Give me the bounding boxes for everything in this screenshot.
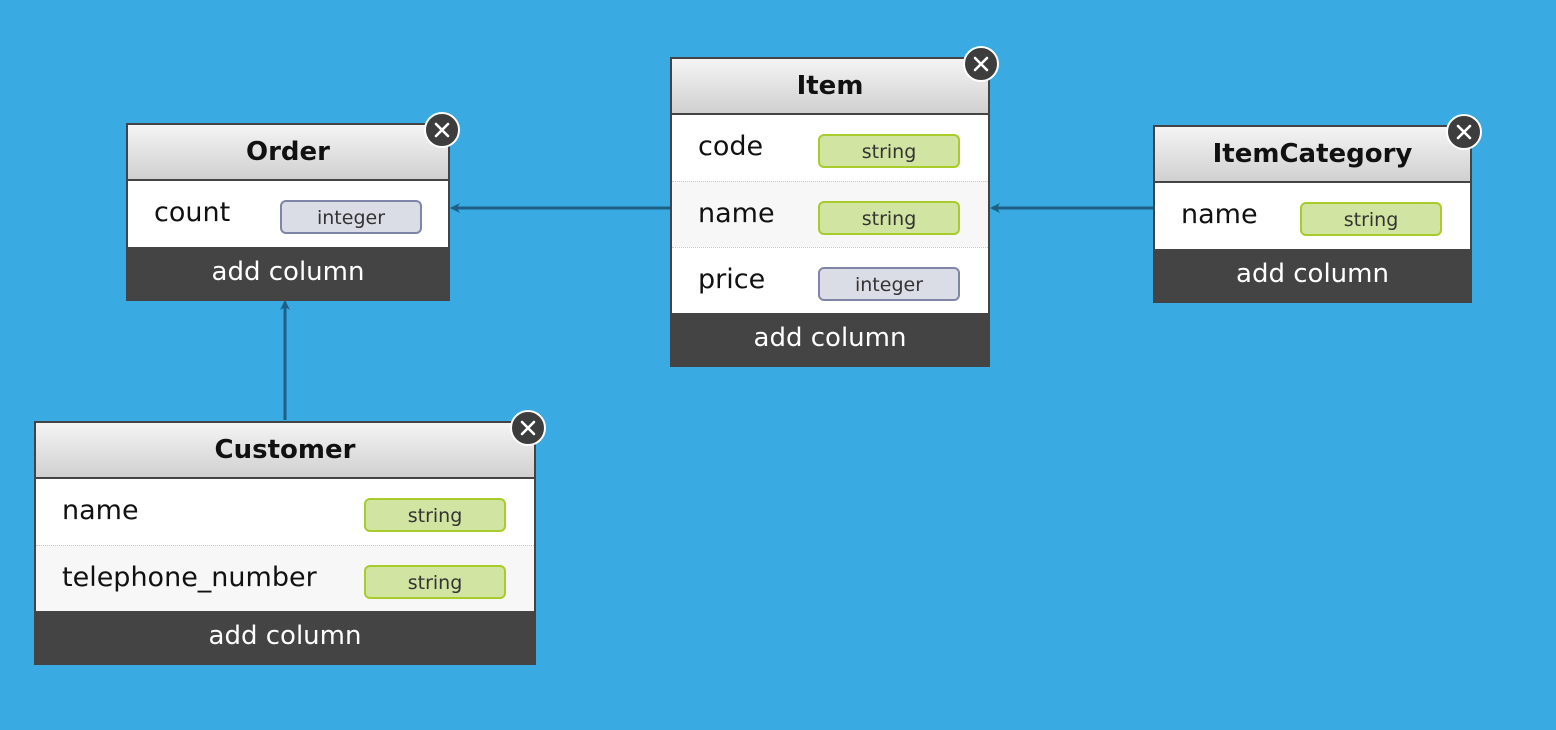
add-column-button[interactable]: add column bbox=[36, 611, 534, 663]
add-column-button[interactable]: add column bbox=[128, 247, 448, 299]
close-icon bbox=[434, 122, 450, 138]
close-icon bbox=[520, 420, 536, 436]
column-name[interactable]: name bbox=[62, 495, 139, 526]
column-name[interactable]: price bbox=[698, 264, 766, 295]
table-title[interactable]: ItemCategory bbox=[1155, 127, 1470, 183]
table-order[interactable]: Order count integer add column bbox=[126, 123, 450, 301]
close-icon bbox=[1456, 124, 1472, 140]
table-title[interactable]: Item bbox=[672, 59, 988, 115]
column-name[interactable]: code bbox=[698, 131, 764, 162]
table-row[interactable]: telephone_number string bbox=[36, 545, 534, 611]
column-type-badge[interactable]: string bbox=[818, 134, 960, 168]
column-name[interactable]: name bbox=[1181, 199, 1258, 230]
table-row[interactable]: name string bbox=[672, 181, 988, 247]
add-column-button[interactable]: add column bbox=[1155, 249, 1470, 301]
table-row[interactable]: code string bbox=[672, 115, 988, 181]
column-name[interactable]: telephone_number bbox=[62, 562, 317, 593]
table-row[interactable]: name string bbox=[36, 479, 534, 545]
table-item-category[interactable]: ItemCategory name string add column bbox=[1153, 125, 1472, 303]
table-row[interactable]: price integer bbox=[672, 247, 988, 313]
column-type-badge[interactable]: string bbox=[364, 498, 506, 532]
column-name[interactable]: name bbox=[698, 198, 775, 229]
column-type-badge[interactable]: string bbox=[1300, 202, 1442, 236]
add-column-button[interactable]: add column bbox=[672, 313, 988, 365]
column-type-badge[interactable]: string bbox=[364, 565, 506, 599]
table-customer[interactable]: Customer name string telephone_number st… bbox=[34, 421, 536, 665]
delete-table-customer-button[interactable] bbox=[510, 410, 546, 446]
column-type-badge[interactable]: integer bbox=[818, 267, 960, 301]
table-item[interactable]: Item code string name string price integ… bbox=[670, 57, 990, 367]
table-row[interactable]: name string bbox=[1155, 183, 1470, 249]
table-row[interactable]: count integer bbox=[128, 181, 448, 247]
close-icon bbox=[973, 56, 989, 72]
column-name[interactable]: count bbox=[154, 197, 231, 228]
table-title[interactable]: Order bbox=[128, 125, 448, 181]
column-type-badge[interactable]: integer bbox=[280, 200, 422, 234]
column-type-badge[interactable]: string bbox=[818, 201, 960, 235]
delete-table-order-button[interactable] bbox=[424, 112, 460, 148]
delete-table-item-button[interactable] bbox=[963, 46, 999, 82]
delete-table-item-category-button[interactable] bbox=[1446, 114, 1482, 150]
table-title[interactable]: Customer bbox=[36, 423, 534, 479]
